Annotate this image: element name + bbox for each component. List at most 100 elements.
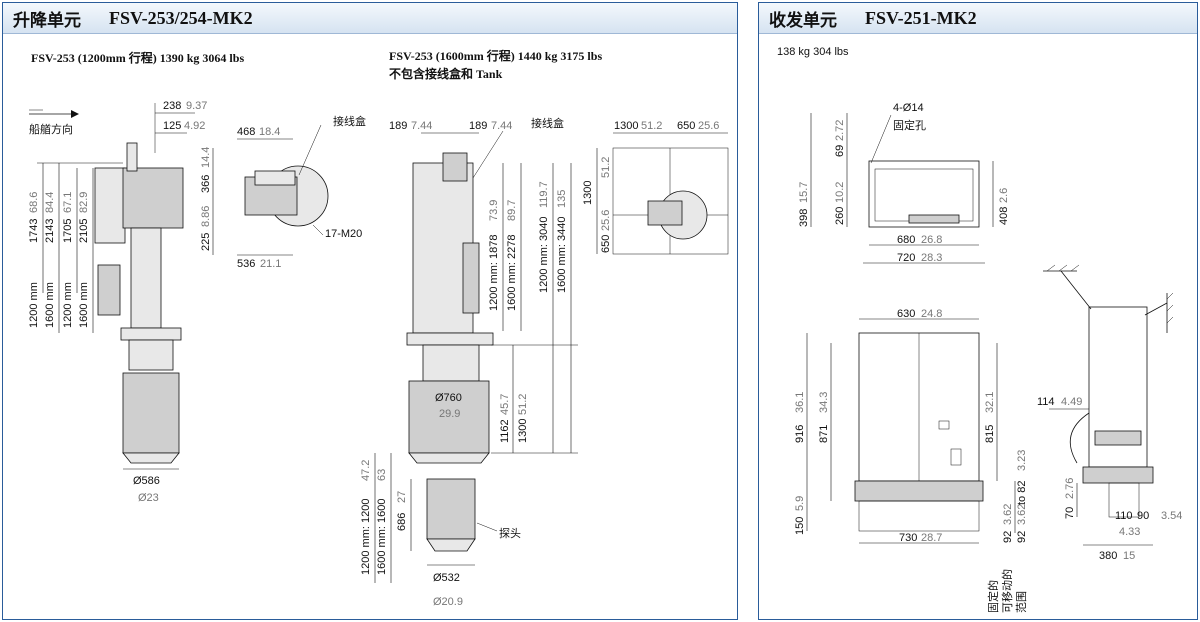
svg-text:238: 238	[163, 100, 181, 112]
svg-text:4.49: 4.49	[1061, 396, 1082, 408]
svg-text:2.72: 2.72	[834, 120, 846, 141]
transceiver-weight: 138 kg 304 lbs	[777, 46, 849, 58]
svg-text:1705: 1705	[62, 219, 74, 243]
svg-text:7.44: 7.44	[411, 120, 432, 132]
svg-text:1600 mm: 1600 mm	[44, 282, 56, 328]
svg-text:2105: 2105	[78, 219, 90, 243]
svg-text:815: 815	[984, 425, 996, 443]
transceiver-unit-header: 收发单元 FSV-251-MK2	[759, 3, 1197, 34]
svg-text:680: 680	[897, 234, 915, 246]
svg-text:3.62: 3.62	[1016, 504, 1028, 525]
svg-text:28.3: 28.3	[921, 252, 942, 264]
svg-text:3.54: 3.54	[1161, 510, 1182, 522]
range-label-movable: 可移动的	[1000, 569, 1014, 613]
svg-text:189: 189	[389, 120, 407, 132]
svg-text:9.37: 9.37	[186, 100, 207, 112]
svg-text:70: 70	[1064, 507, 1076, 519]
svg-text:92: 92	[1016, 531, 1028, 543]
svg-text:29.9: 29.9	[439, 408, 460, 420]
transceiver-unit-panel: 收发单元 FSV-251-MK2 138 kg 304 lbs 4-Ø14 固定…	[758, 2, 1198, 620]
svg-text:1743: 1743	[28, 219, 40, 243]
holes-cn-label: 固定孔	[893, 118, 926, 132]
svg-text:1200 mm: 1878: 1200 mm: 1878	[488, 235, 500, 311]
svg-text:119.7: 119.7	[538, 181, 550, 208]
svg-text:1300: 1300	[582, 181, 594, 205]
svg-text:25.6: 25.6	[600, 210, 612, 231]
svg-text:686: 686	[396, 513, 408, 531]
svg-text:720: 720	[897, 252, 915, 264]
svg-text:366: 366	[200, 175, 212, 193]
lift-plate-view	[612, 147, 729, 255]
spec-1200: FSV-253 (1200mm 行程) 1390 kg 3064 lbs	[31, 51, 245, 65]
svg-text:26.8: 26.8	[921, 234, 942, 246]
svg-text:114: 114	[1037, 396, 1055, 408]
junction-box-label-2: 接线盒	[531, 116, 564, 130]
svg-text:Ø20.9: Ø20.9	[433, 596, 463, 608]
svg-text:408: 408	[998, 207, 1010, 225]
svg-text:2.6: 2.6	[998, 188, 1010, 203]
svg-text:2.76: 2.76	[1064, 478, 1076, 499]
svg-text:27: 27	[396, 491, 408, 503]
svg-text:7.44: 7.44	[491, 120, 512, 132]
svg-text:10.2: 10.2	[834, 182, 846, 203]
svg-text:1200 mm: 1200 mm	[28, 282, 40, 328]
svg-text:1600 mm: 1600 mm	[78, 282, 90, 328]
lifting-unit-model: FSV-253/254-MK2	[109, 7, 253, 28]
svg-text:Ø532: Ø532	[433, 572, 460, 584]
lift-top-view	[244, 165, 329, 227]
svg-text:871: 871	[818, 425, 830, 443]
svg-text:Ø760: Ø760	[435, 392, 462, 404]
svg-text:14.4: 14.4	[200, 147, 212, 168]
svg-text:650: 650	[677, 120, 695, 132]
svg-text:45.7: 45.7	[499, 394, 511, 415]
lifting-unit-title: 升降单元	[13, 10, 81, 31]
svg-text:34.3: 34.3	[818, 392, 830, 413]
svg-text:51.2: 51.2	[600, 157, 612, 178]
svg-text:1300: 1300	[517, 419, 529, 443]
svg-text:536: 536	[237, 258, 255, 270]
svg-text:260: 260	[834, 207, 846, 225]
svg-text:5.9: 5.9	[794, 496, 806, 511]
svg-text:380: 380	[1099, 550, 1117, 562]
svg-text:730: 730	[899, 532, 917, 544]
svg-text:125: 125	[163, 120, 181, 132]
svg-text:225: 225	[200, 233, 212, 251]
bolts-label: 17-M20	[325, 228, 362, 240]
svg-text:67.1: 67.1	[62, 192, 74, 213]
svg-text:135: 135	[556, 190, 568, 208]
svg-text:4.92: 4.92	[184, 120, 205, 132]
lifting-unit-header: 升降单元 FSV-253/254-MK2	[3, 3, 737, 34]
bow-direction-arrow: 船艏方向	[29, 109, 79, 136]
svg-text:51.2: 51.2	[517, 394, 529, 415]
svg-text:1200 mm: 1200: 1200 mm: 1200	[360, 499, 372, 575]
svg-text:84.4: 84.4	[44, 192, 56, 213]
svg-text:63: 63	[376, 469, 388, 481]
lift-side-view	[94, 142, 184, 464]
svg-text:73.9: 73.9	[488, 200, 500, 221]
svg-text:89.7: 89.7	[506, 200, 518, 221]
range-label-range: 范围	[1014, 591, 1028, 613]
range-label-fixed: 固定的	[986, 580, 1000, 613]
svg-text:Ø586: Ø586	[133, 475, 160, 487]
svg-text:650: 650	[600, 235, 612, 253]
svg-text:90: 90	[1137, 510, 1149, 522]
svg-text:32.1: 32.1	[984, 392, 996, 413]
bow-direction-label: 船艏方向	[29, 122, 73, 136]
lifting-unit-drawing: 船艏方向 238 9.37 125 4.92 1743 68.6 2143	[28, 100, 729, 608]
svg-text:18.4: 18.4	[259, 126, 280, 138]
svg-text:1300: 1300	[614, 120, 638, 132]
svg-text:to 82: to 82	[1016, 481, 1028, 505]
svg-text:47.2: 47.2	[360, 460, 372, 481]
svg-text:36.1: 36.1	[794, 392, 806, 413]
svg-text:1600 mm: 1600: 1600 mm: 1600	[376, 499, 388, 575]
svg-text:2143: 2143	[44, 219, 56, 243]
svg-text:630: 630	[897, 308, 915, 320]
svg-text:8.86: 8.86	[200, 206, 212, 227]
svg-text:51.2: 51.2	[641, 120, 662, 132]
lift-front-view	[406, 152, 494, 552]
svg-text:Ø23: Ø23	[138, 492, 159, 504]
svg-text:25.6: 25.6	[698, 120, 719, 132]
svg-text:24.8: 24.8	[921, 308, 942, 320]
probe-label: 探头	[499, 527, 521, 540]
transceiver-unit-title: 收发单元	[769, 10, 837, 31]
